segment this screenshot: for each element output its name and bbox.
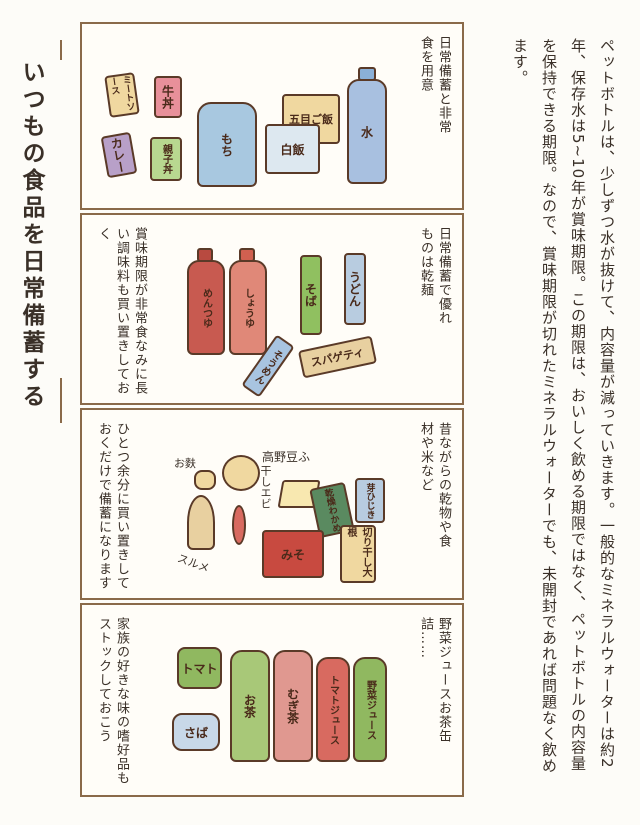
spaghetti-pack: スパゲティ	[297, 335, 378, 379]
panel-caption-left: 家族の好きな味の嗜好品もストックしておこう	[96, 617, 129, 785]
soba-pack: そば	[300, 255, 322, 335]
vegetable-juice-bottle: 野菜ジュース	[353, 657, 387, 762]
panel-caption-left: ひとつ余分に買い置きしておくだけで備蓄になります	[96, 422, 129, 590]
ebi-label: 干しエビ	[259, 465, 272, 509]
ebi-shrimp	[232, 505, 246, 545]
page-title: いつもの食品を日常備蓄する	[18, 60, 44, 411]
fu-piece	[194, 470, 216, 490]
title-rule-top	[60, 40, 62, 60]
miso-box: みそ	[262, 530, 324, 578]
koya-ring	[222, 455, 260, 491]
meat-sauce-pack: ミートソース	[104, 72, 140, 118]
udon-pack: うどん	[344, 253, 366, 325]
hijiki-pack: 芽ひじき	[355, 478, 385, 523]
fu-label: お麩	[174, 457, 196, 470]
tomato-juice-bottle: トマトジュース	[316, 657, 350, 762]
oyakodon-pack: 親子丼	[150, 137, 182, 181]
shoyu-cap	[239, 248, 255, 262]
surume-squid	[187, 495, 215, 550]
body-text: ペットボトルは、少しずつ水が抜けて、内容量が減っていきます。一般的なミネラルウォ…	[511, 38, 616, 774]
panel-dried-noodles: 日常備蓄で優れものは乾麺 賞味期限が非常食なみに長い調味料も買い置きしておく め…	[80, 213, 464, 405]
ocha-bottle: お茶	[230, 650, 270, 762]
kiriboshi-pack: 切り干し大根	[340, 525, 376, 583]
koya-label: 高野豆ふ	[262, 450, 311, 464]
panel-dry-goods: 昔ながらの乾物や食材や米など ひとつ余分に買い置きしておくだけで備蓄になります …	[80, 408, 464, 600]
panel-emergency-food: 日常備蓄と非常食を用意 ミートソース 牛丼 カレー 親子丼 もち 五目ご飯 白飯…	[80, 22, 464, 210]
panel-caption-right: 昔ながらの乾物や食材や米など	[418, 422, 451, 548]
panel-caption-left: 賞味期限が非常食なみに長い調味料も買い置きしておく	[96, 227, 147, 395]
mentsuyu-bottle: めんつゆ	[187, 260, 225, 355]
water-bottle-cap	[358, 67, 376, 81]
title-rule-bottom	[60, 378, 62, 423]
mugicha-bottle: むぎ茶	[273, 650, 313, 762]
panel-caption: 日常備蓄と非常食を用意	[418, 36, 451, 134]
panel-caption-right: 野菜ジュースお茶缶詰……	[418, 617, 451, 743]
panel-caption-right: 日常備蓄で優れものは乾麺	[418, 227, 451, 325]
mentsuyu-cap	[197, 248, 213, 262]
shoyu-bottle: しょうゆ	[229, 260, 267, 355]
panel-favorite-items: 野菜ジュースお茶缶詰…… 家族の好きな味の嗜好品もストックしておこう トマト さ…	[80, 603, 464, 797]
tomato-can: トマト	[177, 647, 222, 689]
water-bottle: 水	[347, 79, 387, 184]
curry-pack: カレー	[100, 131, 138, 179]
white-rice-pack: 白飯	[265, 124, 320, 174]
mochi-bag: もち	[197, 102, 257, 187]
gyudon-pack: 牛丼	[154, 76, 182, 118]
saba-can: さば	[172, 713, 220, 751]
surume-label: スルメ	[175, 551, 212, 576]
